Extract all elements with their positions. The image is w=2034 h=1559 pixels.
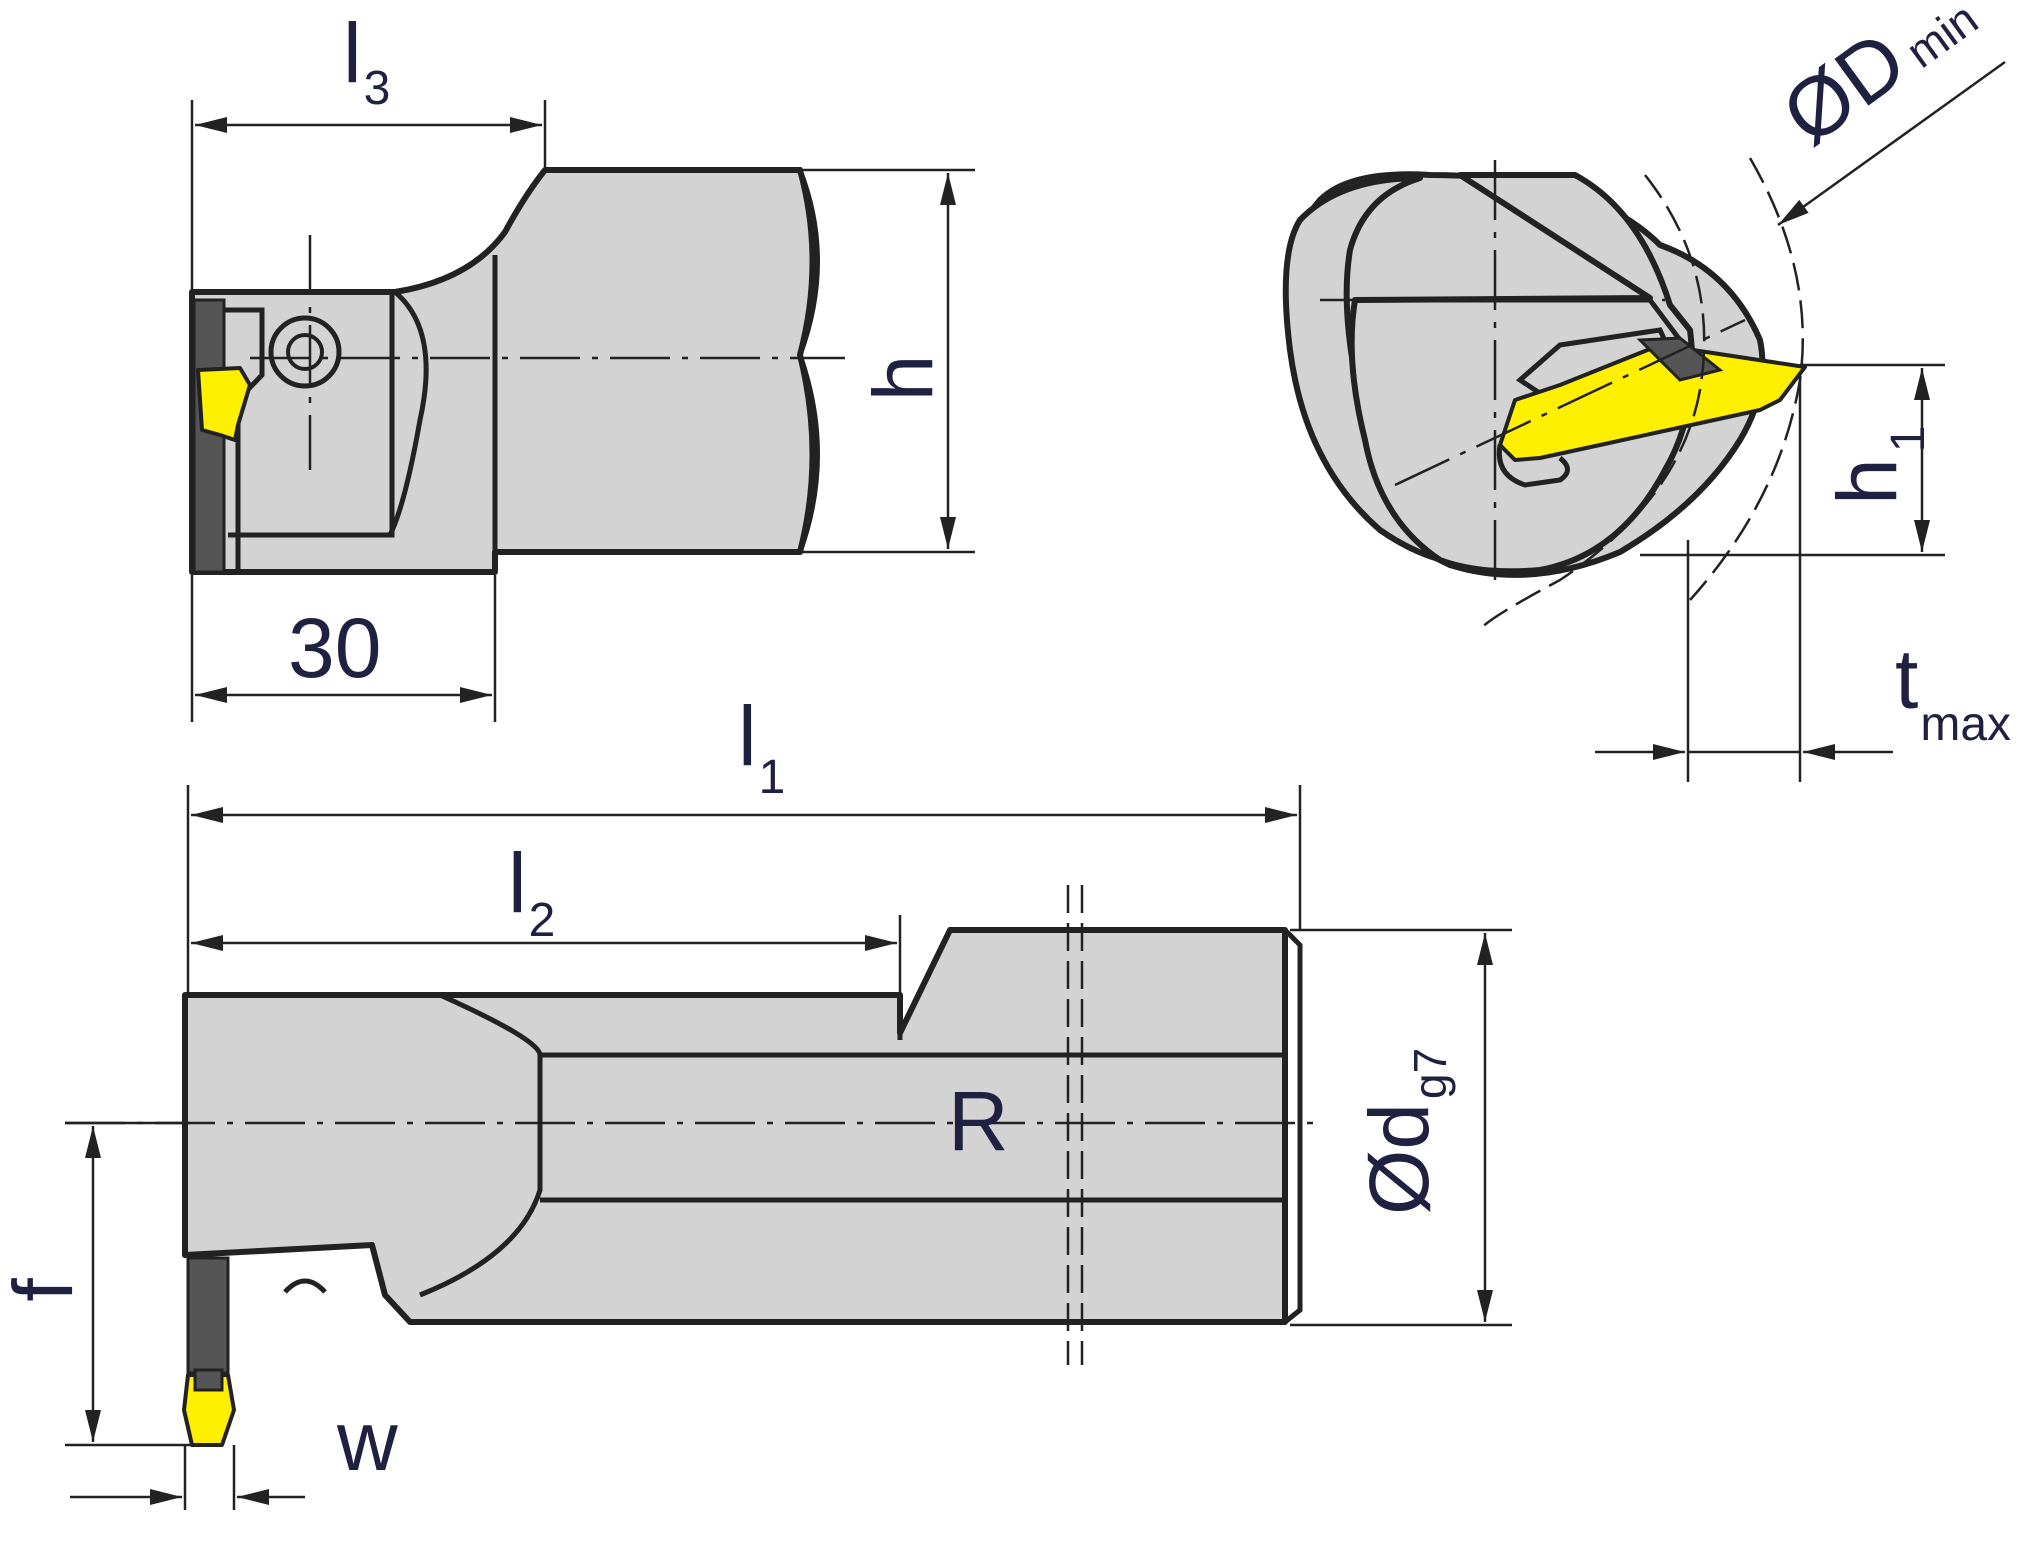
- dimension-t-max: tmax: [1595, 375, 2011, 782]
- label-l3: l3: [343, 6, 390, 115]
- insert-tab: [193, 1368, 224, 1392]
- dimension-l3: l3: [190, 6, 547, 292]
- dimension-h1: h1: [1640, 363, 1945, 557]
- label-r: R: [948, 1074, 1009, 1168]
- centerline-diagonal-end: [1394, 318, 1746, 487]
- clamp-screw-top: [283, 1278, 327, 1294]
- shank-side-view: [189, 167, 816, 575]
- insert-top-view: [182, 1373, 236, 1447]
- end-chamfer: [1283, 928, 1303, 1324]
- bore-arc-outer: [1478, 174, 1706, 631]
- end-view-front: [1348, 172, 1696, 575]
- end-view: [1282, 157, 1807, 631]
- insert-seat: [1496, 444, 1570, 488]
- shank-top-view: [182, 927, 1288, 1325]
- dimension-l1: l1: [186, 689, 1302, 995]
- insert-pocket: [192, 307, 265, 572]
- clamp-pocket-curve: [185, 992, 543, 1298]
- label-w: w: [336, 1394, 398, 1488]
- label-d-min: ØDmin: [1765, 0, 1990, 163]
- dimension-l2: l2: [191, 836, 902, 1033]
- label-h1: h1: [1820, 426, 1935, 505]
- insert-clamp: [1636, 336, 1724, 382]
- insert-end-view: [1498, 343, 1807, 462]
- dimension-d-g7: Ødg7: [1290, 928, 1512, 1327]
- label-l1: l1: [738, 689, 785, 804]
- shank-break-line: [797, 169, 820, 553]
- head-inner-outline: [192, 289, 395, 538]
- label-l2: l2: [508, 836, 555, 947]
- blade-top-view: [186, 1256, 230, 1375]
- dimension-30: 30: [190, 575, 497, 722]
- label-t-max: tmax: [1895, 632, 2011, 751]
- label-30: 30: [288, 601, 381, 695]
- dimension-w: w: [70, 1394, 398, 1510]
- clamp-curve: [387, 290, 429, 537]
- label-h: h: [856, 355, 950, 402]
- top-view-bottom: [65, 885, 1320, 1447]
- clamp-screw-head: [286, 333, 324, 371]
- dimension-h: h: [800, 168, 975, 554]
- dimension-f: f: [0, 1121, 190, 1447]
- label-f: f: [0, 1278, 90, 1302]
- dimension-d-min: ØDmin: [1765, 0, 2006, 227]
- side-view-top: [189, 167, 845, 575]
- insert-side-view: [196, 366, 252, 442]
- label-d-g7: Ødg7: [1352, 1048, 1456, 1215]
